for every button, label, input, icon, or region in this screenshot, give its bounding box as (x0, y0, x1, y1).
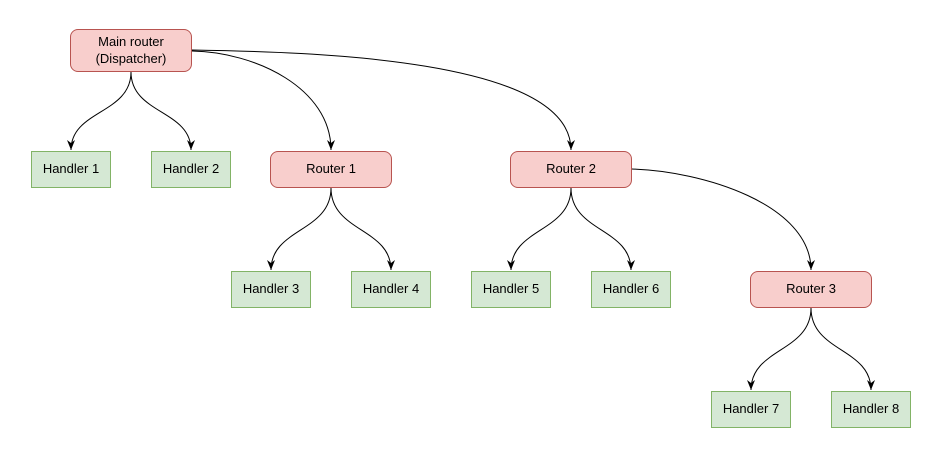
node-handler-1: Handler 1 (31, 151, 111, 188)
node-main-router: Main router (Dispatcher) (70, 29, 192, 72)
edge-main-router-to-handler-2 (130, 71, 195, 151)
edge-router-2-to-handler-5 (507, 187, 572, 271)
edge-main-router-to-handler-1 (67, 71, 132, 151)
edge-router-2-to-router-3 (631, 168, 815, 271)
node-handler-3: Handler 3 (231, 271, 311, 308)
node-handler-4: Handler 4 (351, 271, 431, 308)
node-handler-8: Handler 8 (831, 391, 911, 428)
node-router-3: Router 3 (750, 271, 872, 308)
node-handler-5: Handler 5 (471, 271, 551, 308)
edge-router-3-to-handler-8 (810, 307, 875, 391)
node-handler-7: Handler 7 (711, 391, 791, 428)
node-handler-6: Handler 6 (591, 271, 671, 308)
edge-main-router-to-router-1 (191, 50, 335, 151)
edge-router-1-to-handler-4 (330, 187, 395, 271)
edge-router-1-to-handler-3 (267, 187, 332, 271)
node-router-2: Router 2 (510, 151, 632, 188)
node-handler-2: Handler 2 (151, 151, 231, 188)
edge-router-2-to-handler-6 (570, 187, 635, 271)
edge-main-router-to-router-2 (191, 49, 575, 151)
node-router-1: Router 1 (270, 151, 392, 188)
edge-router-3-to-handler-7 (747, 307, 812, 391)
